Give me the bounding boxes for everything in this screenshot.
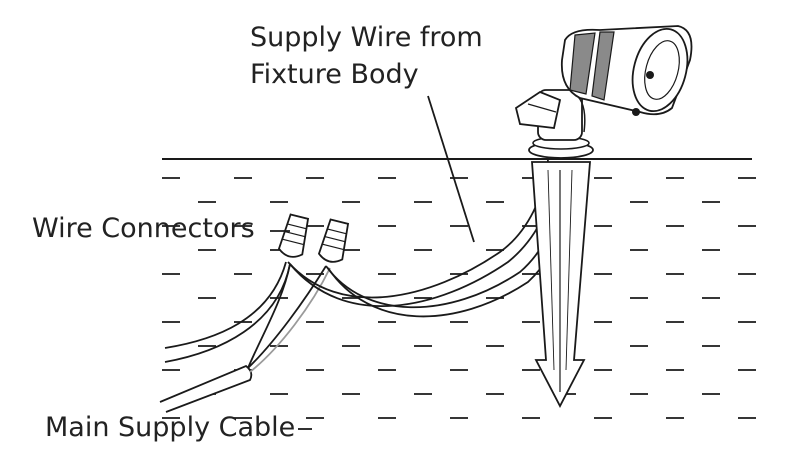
fixture-knuckle (514, 89, 586, 141)
wire-connector-left (277, 213, 310, 258)
leader-supply-wire (427, 95, 475, 243)
label-supply-wire-line1: Supply Wire from (250, 22, 483, 53)
label-wire-connectors: Wire Connectors (32, 213, 255, 244)
main-supply-cable (159, 364, 253, 413)
ground-stake (528, 136, 594, 408)
fixture-head (560, 25, 693, 116)
label-main-supply-cable: Main Supply Cable (45, 412, 296, 443)
label-supply-wire-line2: Fixture Body (250, 59, 419, 90)
wire-connector-right (317, 218, 350, 263)
cable-conductors (164, 261, 331, 373)
